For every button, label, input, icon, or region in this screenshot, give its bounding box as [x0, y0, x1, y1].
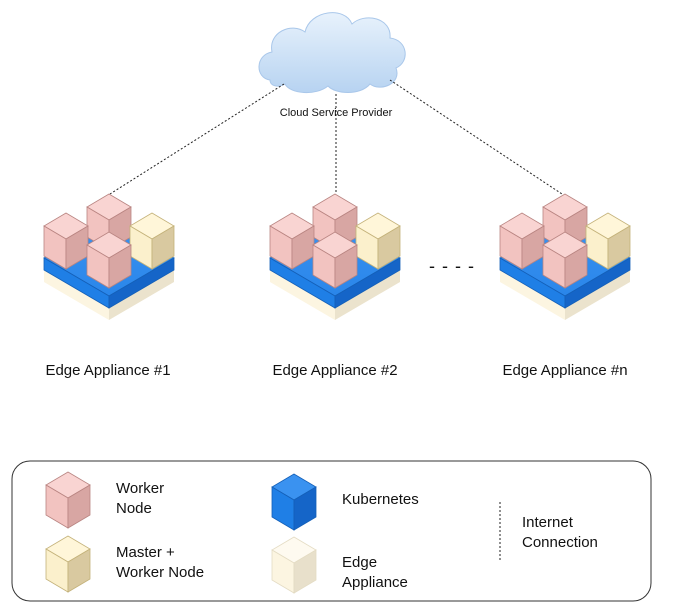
legend-worker-label-line2: Node: [116, 500, 152, 517]
cloud-label: Cloud Service Provider: [280, 107, 393, 119]
connection-line-1: [109, 83, 285, 195]
legend-worker-label-line1: Worker: [116, 480, 164, 497]
edge-appliance-2: [269, 193, 401, 321]
connection-line-n: [389, 79, 563, 195]
edge-appliance-1: [43, 193, 175, 321]
internet-connections: [109, 79, 563, 195]
legend-edge-label-line1: Edge: [342, 554, 377, 571]
legend: Worker Node Master + Worker Node Kuberne…: [11, 460, 652, 602]
legend-box: [11, 460, 652, 602]
legend-master-label-line2: Worker Node: [116, 564, 204, 581]
legend-kubernetes-label: Kubernetes: [342, 491, 419, 508]
legend-internet-label-line1: Internet: [522, 514, 574, 531]
cloud-icon: [258, 12, 406, 93]
legend-internet-label-line2: Connection: [522, 534, 598, 551]
appliance-label-1: Edge Appliance #1: [45, 362, 170, 379]
legend-master-label-line1: Master +: [116, 544, 175, 561]
edge-appliance-n: [499, 193, 631, 321]
appliance-label-2: Edge Appliance #2: [272, 362, 397, 379]
legend-edge-label-line2: Appliance: [342, 574, 408, 591]
ellipsis-more-appliances: - - - -: [429, 256, 475, 276]
appliance-label-n: Edge Appliance #n: [502, 362, 627, 379]
